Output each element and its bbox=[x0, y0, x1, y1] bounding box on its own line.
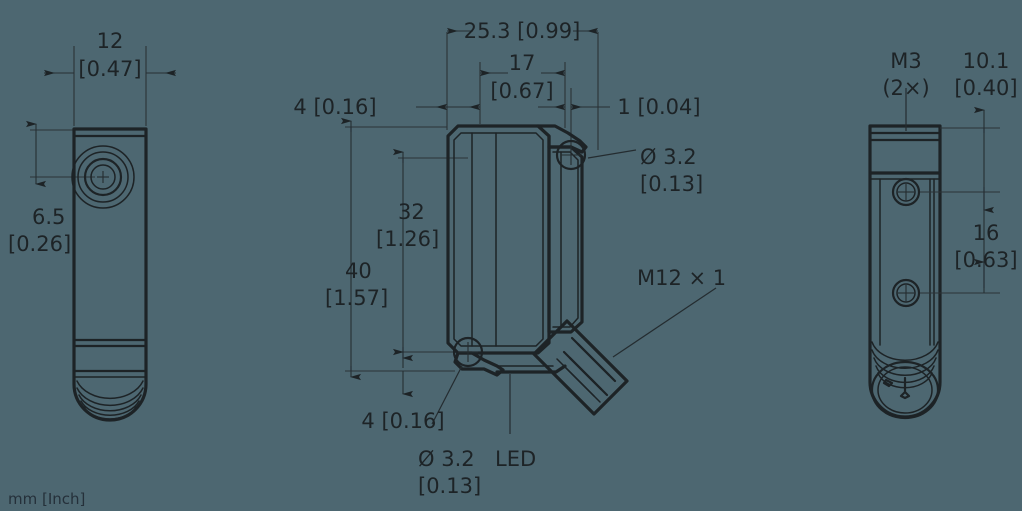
dim-label-width-mm: 12 bbox=[97, 29, 124, 53]
lens-circle bbox=[83, 157, 123, 197]
thread-arc bbox=[78, 394, 142, 412]
housing-front-inner bbox=[453, 132, 544, 347]
dim-label-lens-offset-mm: 6.5 bbox=[32, 205, 65, 229]
housing-bottom-edge bbox=[495, 364, 567, 374]
dim-label-hole-spacing-mm: 32 bbox=[398, 200, 425, 224]
dim-label-lens-offset-in: [0.26] bbox=[8, 232, 71, 256]
lens-circle bbox=[90, 164, 116, 190]
callout-led: LED bbox=[495, 447, 536, 471]
mounting-tab-top bbox=[536, 124, 588, 154]
dim-label-bottom-offset: 4 [0.16] bbox=[361, 409, 444, 433]
dim-label-top-to-hole-in: [0.40] bbox=[954, 76, 1017, 100]
callout-hole-dia-top-line1: Ø 3.2 bbox=[640, 145, 697, 169]
dim-label-overall-depth: 25.3 [0.99] bbox=[464, 19, 581, 43]
lens-circle bbox=[77, 151, 129, 203]
m12-pin-center bbox=[899, 376, 911, 400]
side-view-group: 25.3 [0.99] 17 [0.67] 4 [0.16] 1 [0.04] … bbox=[293, 19, 726, 498]
m12-pin-left bbox=[882, 378, 894, 388]
thread-arc bbox=[76, 380, 144, 400]
leader-hole-dia-bottom bbox=[431, 363, 464, 425]
dim-label-front-offset: 4 [0.16] bbox=[293, 95, 376, 119]
callout-hole-dia-bottom-line2: [0.13] bbox=[418, 474, 481, 498]
lens-outer-circle bbox=[71, 145, 135, 209]
m12-face-inner bbox=[877, 366, 933, 414]
front-view-group: 12 [0.47] 6.5 [0.26] bbox=[8, 29, 176, 422]
callout-m3-line2: (2×) bbox=[882, 76, 929, 100]
dim-label-rear-offset: 1 [0.04] bbox=[617, 95, 700, 119]
dim-label-body-depth-in: [0.67] bbox=[490, 79, 553, 103]
thread-arc bbox=[83, 406, 137, 420]
m3-hole-lower bbox=[891, 278, 921, 308]
callout-hole-dia-top-line2: [0.13] bbox=[640, 172, 703, 196]
leader-m12 bbox=[612, 287, 717, 358]
m3-hole-lower-inner bbox=[896, 283, 916, 303]
dim-label-overall-height-in: [1.57] bbox=[325, 286, 388, 310]
callout-m12-thread: M12 × 1 bbox=[637, 266, 726, 290]
connector-thread-ring bbox=[562, 364, 601, 403]
thread-arc bbox=[80, 400, 140, 416]
housing-rear-inner bbox=[552, 151, 579, 328]
rear-thread-arc bbox=[873, 357, 937, 377]
mounting-hole-top bbox=[555, 139, 587, 171]
leader-hole-dia-top bbox=[587, 149, 637, 159]
mounting-hole-bottom bbox=[452, 336, 484, 368]
callout-m3-line1: M3 bbox=[890, 49, 921, 73]
m3-hole-upper bbox=[891, 177, 921, 207]
dim-label-top-to-hole-mm: 10.1 bbox=[963, 49, 1010, 73]
dim-label-hole-to-hole-in: [0.63] bbox=[954, 248, 1017, 272]
thread-arc bbox=[76, 387, 144, 407]
sensor-body-outline bbox=[72, 127, 148, 422]
dim-label-width-in: [0.47] bbox=[78, 57, 141, 81]
rear-thread-arc bbox=[871, 341, 939, 361]
dim-label-hole-to-hole-mm: 16 bbox=[973, 221, 1000, 245]
dim-label-body-depth-mm: 17 bbox=[509, 51, 536, 75]
connector-thread-ring bbox=[568, 356, 609, 397]
housing-front-outline bbox=[446, 124, 551, 355]
connector-thread-ring bbox=[576, 342, 617, 383]
dim-label-overall-height-mm: 40 bbox=[345, 259, 372, 283]
rear-thread-arc bbox=[871, 349, 939, 369]
connector-shoulder bbox=[585, 339, 629, 383]
m3-hole-upper-inner bbox=[896, 182, 916, 202]
callout-hole-dia-bottom-line1: Ø 3.2 bbox=[418, 447, 475, 471]
dim-label-hole-spacing-in: [1.26] bbox=[376, 227, 439, 251]
rear-view-group: M3 (2×) 10.1 [0.40] 16 [0.63] bbox=[868, 49, 1018, 420]
housing-rear-outline bbox=[547, 145, 584, 334]
units-note: mm [Inch] bbox=[8, 490, 85, 508]
m12-connector bbox=[532, 319, 629, 416]
m12-face-outer bbox=[870, 360, 940, 420]
